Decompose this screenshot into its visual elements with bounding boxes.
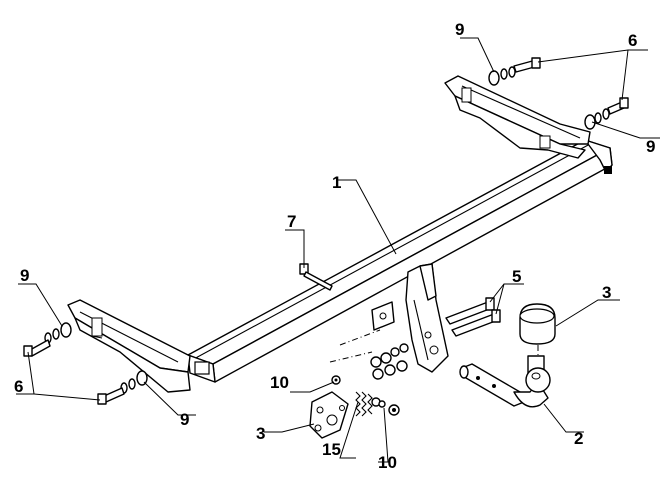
label-ball-cap: 3: [602, 283, 611, 302]
main-crossbar: [187, 139, 613, 383]
label-washer-left-top: 9: [20, 266, 29, 285]
label-main-bar: 1: [332, 173, 341, 192]
center-mount-bracket: [371, 263, 449, 373]
label-socket-plate: 3: [256, 424, 265, 443]
nuts: [331, 375, 400, 416]
label-bolt-center: 7: [287, 212, 296, 231]
left-side-bracket: [67, 299, 191, 393]
label-washer-left-bottom: 9: [180, 410, 189, 429]
hitch-ball-assembly: [459, 332, 551, 408]
label-spring: 15: [322, 440, 341, 459]
left-hardware: [23, 322, 148, 405]
top-right-hardware: [488, 57, 629, 130]
label-nut-upper: 10: [270, 373, 289, 392]
label-bolts-right: 5: [512, 267, 521, 286]
label-bolts-top: 6: [628, 31, 637, 50]
label-washer-top-right: 9: [646, 137, 655, 156]
spring: [355, 391, 381, 417]
label-bolts-left: 6: [14, 377, 23, 396]
label-washer-top-left: 9: [455, 20, 464, 39]
bolts-right: [445, 297, 501, 337]
part-labels: 1 2 3 3 5 6 6 7 9 9 9 9 10 10 15: [14, 20, 655, 472]
right-side-bracket: [444, 75, 591, 159]
bracket-hardware: [329, 329, 409, 380]
center-bolt: [299, 263, 333, 291]
ball-cap: [519, 303, 556, 345]
label-nut-lower: 10: [378, 453, 397, 472]
label-hitch-ball: 2: [574, 429, 583, 448]
leader-lines: [16, 37, 660, 463]
socket-plate: [309, 391, 349, 439]
